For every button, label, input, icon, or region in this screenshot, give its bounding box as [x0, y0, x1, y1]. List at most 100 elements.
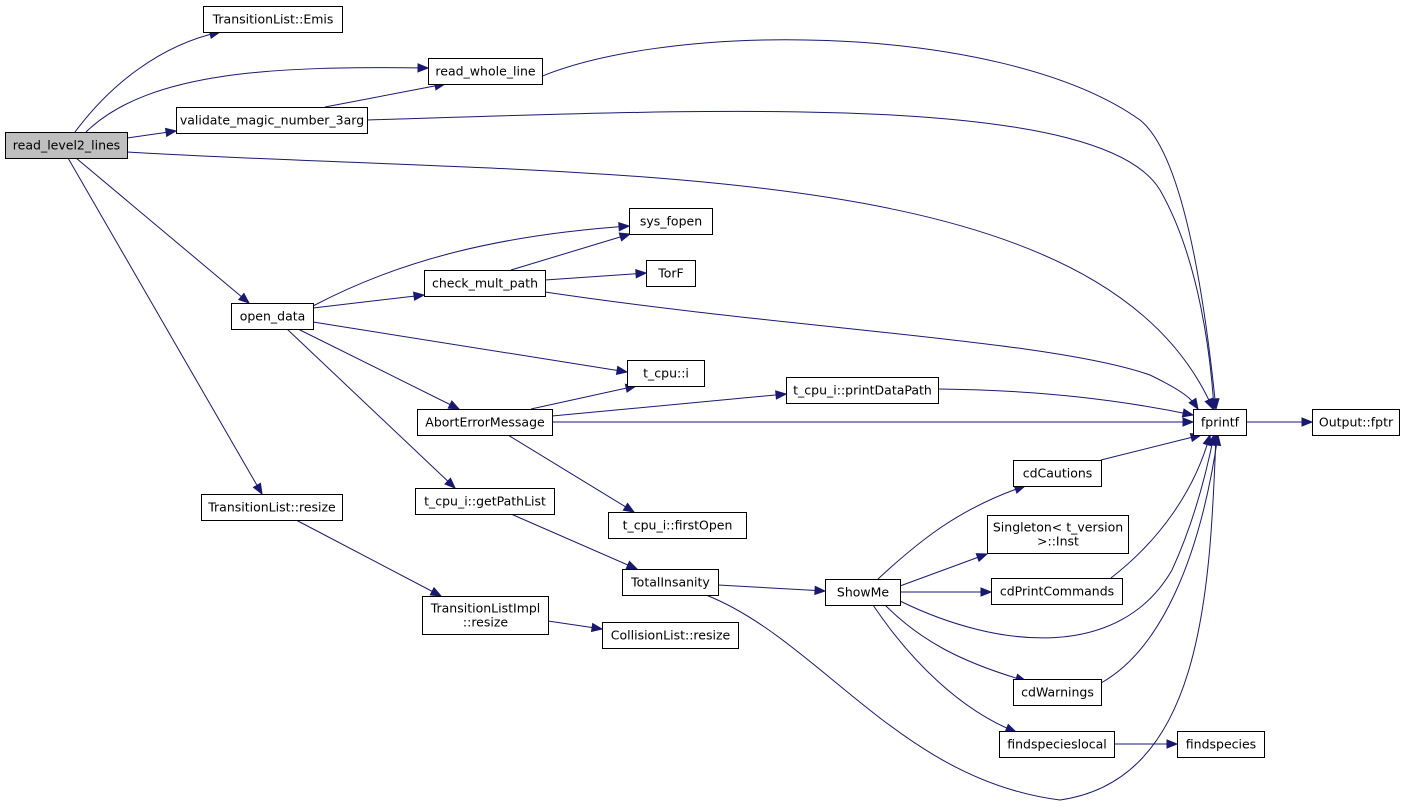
edge-line [544, 272, 647, 281]
node-printdatapath[interactable]: t_cpu_i::printDataPath [786, 377, 939, 404]
node-label: CollisionList::resize [611, 628, 731, 643]
edge-showme-to-cdprintcommands [900, 587, 993, 597]
node-label: check_mult_path [432, 276, 538, 291]
node-box [646, 260, 696, 287]
node-validate[interactable]: validate_magic_number_3arg [176, 107, 368, 134]
node-cl-resize[interactable]: CollisionList::resize [602, 622, 739, 649]
node-label: Output::fptr [1319, 415, 1394, 430]
edge-cdprintcommands-to-fprintf [1110, 433, 1212, 579]
node-label: TorF [657, 266, 684, 281]
edge-line [74, 31, 221, 133]
node-emis[interactable]: TransitionList::Emis [203, 6, 343, 33]
node-firstopen[interactable]: t_cpu_i::firstOpen [608, 512, 747, 539]
arrowhead-icon [814, 585, 827, 596]
node-cdwarnings[interactable]: cdWarnings [1013, 679, 1102, 706]
node-box [999, 731, 1115, 758]
edge-open_data-to-check_mult_path [312, 291, 426, 309]
edge-open_data-to-sys_fopen [312, 222, 631, 307]
edge-line [312, 321, 628, 373]
node-cdcautions[interactable]: cdCautions [1013, 460, 1102, 487]
edge-line [312, 294, 425, 309]
node-box [825, 579, 901, 606]
edge-line [937, 388, 1194, 416]
arrowhead-icon [252, 482, 263, 496]
arrowhead-icon [622, 502, 636, 513]
node-label: TransitionListImpl [430, 601, 541, 616]
arrowhead-icon [1181, 408, 1195, 418]
edge-line [544, 291, 1199, 410]
node-torf[interactable]: TorF [646, 260, 696, 287]
edge-line [524, 39, 1217, 410]
node-label: cdWarnings [1021, 685, 1094, 700]
edge-showme-to-singleton [899, 553, 989, 587]
node-findspecies[interactable]: findspecies [1177, 731, 1265, 758]
arrowhead-icon [975, 553, 989, 563]
node-box [5, 132, 128, 159]
node-box [1193, 409, 1247, 436]
node-abort[interactable]: AbortErrorMessage [417, 409, 553, 436]
node-box [991, 578, 1123, 605]
node-findspecieslocal[interactable]: findspecieslocal [999, 731, 1115, 758]
edge-open_data-to-t_cpu_i [312, 321, 629, 376]
node-getpathlist[interactable]: t_cpu_i::getPathList [415, 488, 555, 515]
node-output-fptr[interactable]: Output::fptr [1312, 409, 1400, 436]
node-open-data[interactable]: open_data [231, 303, 314, 330]
arrowhead-icon [1188, 397, 1199, 411]
arrowhead-icon [447, 400, 461, 410]
edge-line [126, 151, 1214, 410]
node-label: fprintf [1201, 415, 1240, 430]
node-read-level2-lines[interactable]: read_level2_lines [5, 132, 128, 159]
node-box [1013, 460, 1102, 487]
edge-line [312, 225, 630, 307]
node-label: sys_fopen [640, 214, 702, 229]
edge-abort-to-t_cpu_i [530, 383, 638, 410]
edge-findspecieslocal-to-findspecies [1114, 739, 1179, 749]
edge-line [85, 67, 429, 133]
node-box [602, 622, 739, 649]
edge-open_data-to-abort [297, 328, 461, 410]
edge-line [899, 553, 988, 587]
edge-line [286, 328, 456, 489]
node-label: TotalInsanity [630, 575, 710, 590]
edge-getpathlist-to-totalinsanity [510, 513, 639, 570]
node-label: open_data [240, 309, 306, 324]
arrowhead-icon [615, 365, 629, 376]
edge-abort-to-printdatapath [551, 390, 788, 417]
node-box [415, 488, 555, 515]
edge-line [75, 157, 250, 304]
arrowhead-icon [413, 291, 426, 301]
node-cdprintcommands[interactable]: cdPrintCommands [991, 578, 1123, 605]
arrowhead-icon [618, 222, 631, 232]
arrowhead-icon [429, 586, 443, 597]
arrowhead-icon [1182, 417, 1195, 427]
edge-line [1100, 434, 1219, 684]
node-tli-resize[interactable]: TransitionListImpl::resize [422, 596, 549, 635]
edge-line [67, 157, 263, 495]
edge-line [530, 385, 637, 410]
node-sys-fopen[interactable]: sys_fopen [629, 208, 713, 235]
node-label: >::Inst [1037, 534, 1079, 549]
edge-line [324, 83, 446, 108]
node-showme[interactable]: ShowMe [825, 579, 901, 606]
node-box [428, 58, 543, 85]
node-fprintf[interactable]: fprintf [1193, 409, 1247, 436]
edge-abort-to-fprintf [552, 417, 1195, 427]
node-t-cpu-i[interactable]: t_cpu::i [627, 360, 705, 387]
arrowhead-icon [417, 63, 430, 73]
node-box [424, 270, 546, 297]
node-label: t_cpu::i [643, 366, 689, 381]
node-label: validate_magic_number_3arg [180, 113, 364, 128]
node-read-whole-line[interactable]: read_whole_line [428, 58, 543, 85]
arrowhead-icon [618, 232, 632, 242]
node-tl-resize[interactable]: TransitionList::resize [201, 494, 343, 521]
node-box [1177, 731, 1265, 758]
edge-cdcautions-to-fprintf [1100, 432, 1203, 461]
node-check-mult-path[interactable]: check_mult_path [424, 270, 546, 297]
node-singleton[interactable]: Singleton< t_version>::Inst [987, 515, 1129, 554]
node-box [629, 208, 713, 235]
edge-read_level2_lines-to-read_whole_line [85, 63, 430, 133]
edge-tli_resize-to-cl_resize [547, 620, 604, 633]
node-layer: read_level2_lines TransitionList::Emisrea… [5, 6, 1400, 758]
node-totalinsanity[interactable]: TotalInsanity [622, 569, 719, 596]
